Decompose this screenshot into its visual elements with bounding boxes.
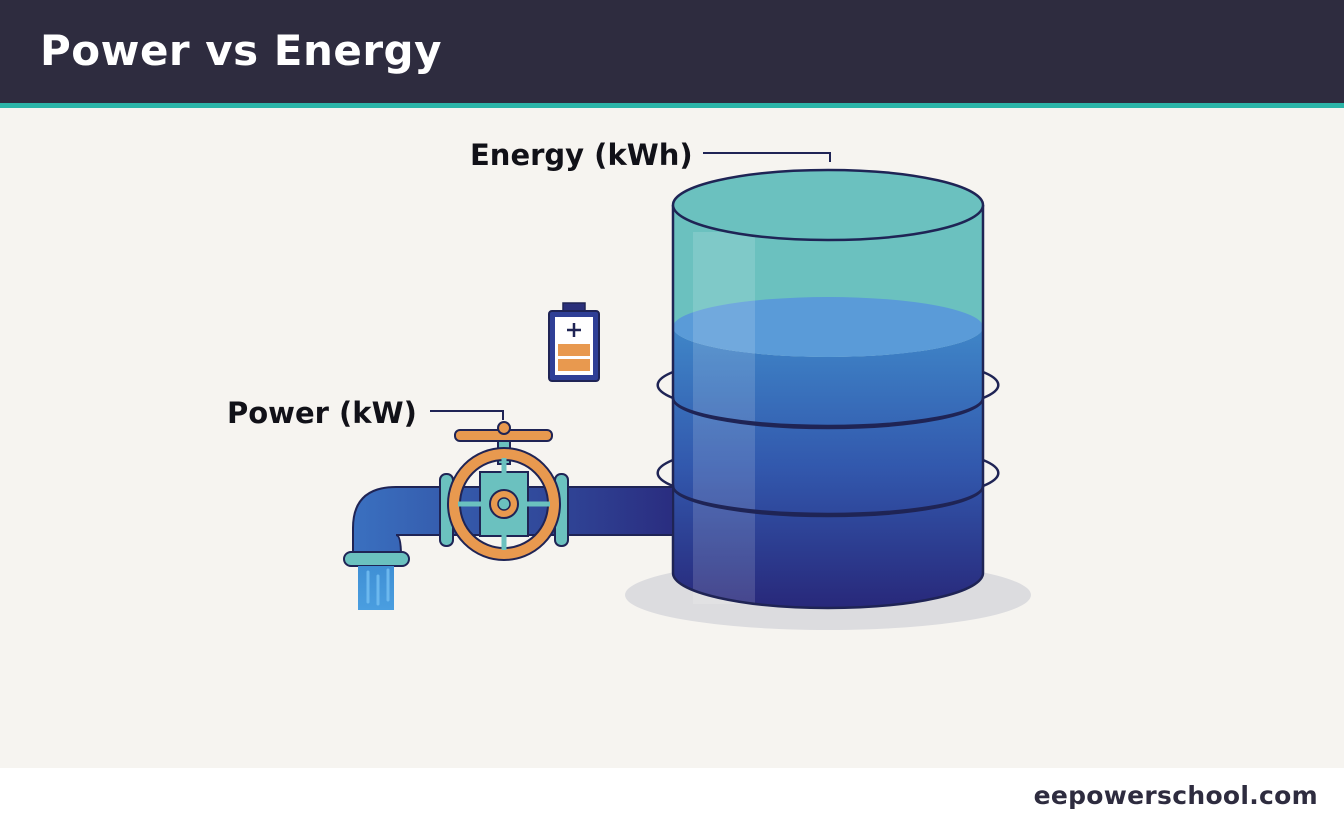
tank-top	[671, 168, 985, 242]
valve-wheel-rim	[449, 449, 559, 559]
site-credit: eepowerschool.com	[1033, 781, 1318, 810]
tank-water-surface	[673, 297, 983, 357]
faucet-nozzle	[343, 551, 410, 567]
page-title: Power vs Energy	[40, 26, 442, 75]
power-label: Power (kW)	[227, 396, 417, 430]
energy-leader-line	[703, 152, 831, 162]
valve-wheel-icon	[447, 421, 561, 561]
battery-icon	[548, 302, 600, 382]
footer-bar	[0, 768, 1344, 825]
water-tank-icon	[656, 168, 1000, 610]
power-leader-line	[430, 410, 504, 420]
header-accent-line	[0, 103, 1344, 108]
energy-label: Energy (kWh)	[470, 138, 693, 172]
header-bar	[0, 0, 1344, 103]
tank-water-body	[673, 327, 983, 608]
